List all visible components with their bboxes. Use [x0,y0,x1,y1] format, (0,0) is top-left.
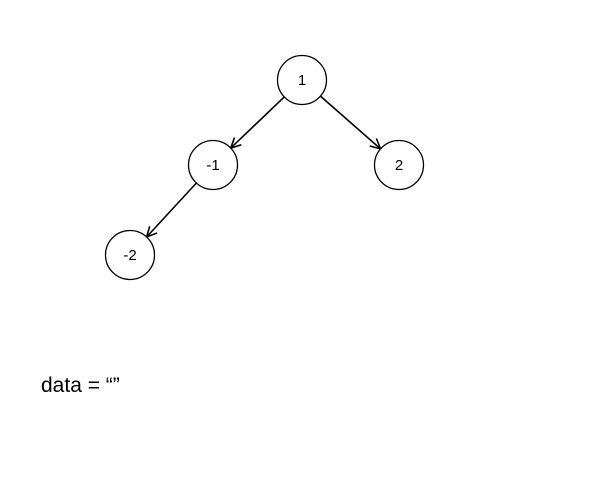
tree-nodes: 1 -1 2 -2 [104,54,425,281]
tree-node-n1: 1 [276,54,328,106]
tree-node-circle [373,139,425,191]
data-caption: data = “” [41,374,120,397]
tree-node-label: -2 [123,247,136,264]
tree-node-n3: 2 [373,139,425,191]
tree-edges [147,95,381,237]
tree-node-circle [104,229,156,281]
tree-node-n4: -2 [104,229,156,281]
tree-edge-n1-n3 [319,95,380,149]
tree-node-label: -1 [206,157,219,174]
tree-node-circle [187,139,239,191]
tree-node-circle [276,54,328,106]
tree-edge-n2-n4 [147,182,197,237]
tree-node-label: 1 [298,72,306,89]
tree-edge-n1-n2 [231,96,285,148]
tree-node-n2: -1 [187,139,239,191]
tree-node-label: 2 [395,157,403,174]
